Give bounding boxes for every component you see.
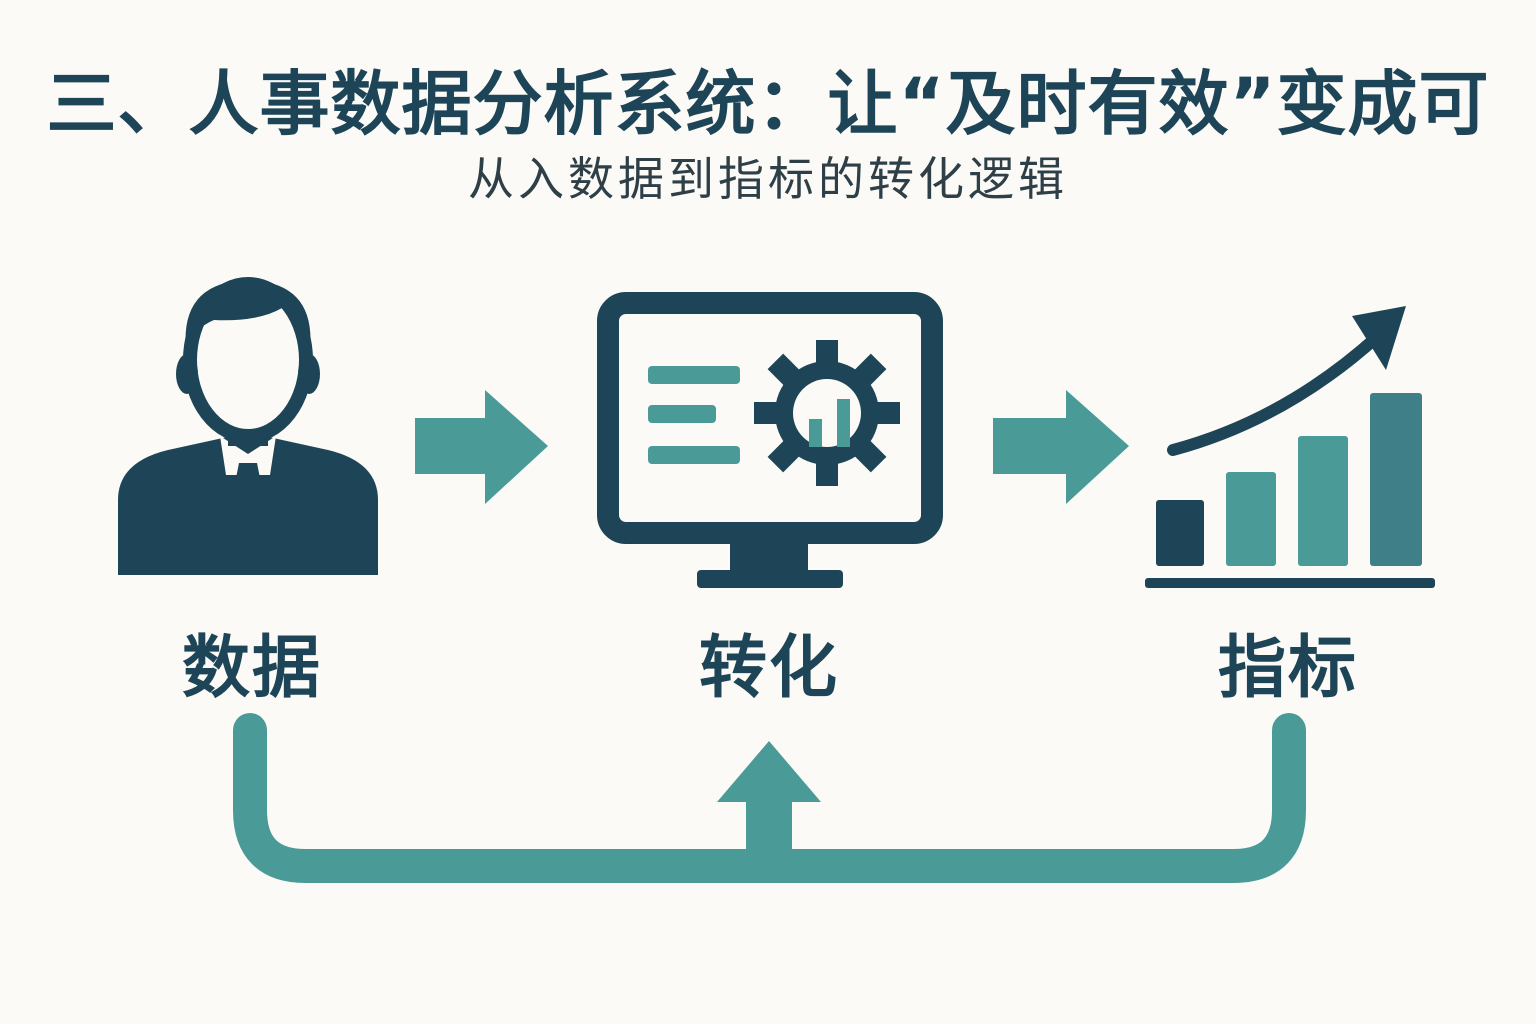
- page-title: 三、人事数据分析系统：让“及时有效”变成可: [46, 63, 1490, 145]
- bar-chart-trend-icon: [1145, 306, 1435, 588]
- monitor-gear-icon: [597, 292, 943, 588]
- step-label-metrics: 指标: [1217, 629, 1358, 708]
- person-icon: [118, 277, 378, 575]
- page-subtitle: 从入数据到指标的转化逻辑: [468, 152, 1068, 206]
- feedback-loop-arrow: [233, 713, 1306, 883]
- step-label-data: 数据: [181, 629, 322, 708]
- step-label-transform: 转化: [698, 629, 839, 708]
- arrow-right-icon: [415, 390, 548, 504]
- arrow-right-icon: [993, 390, 1129, 504]
